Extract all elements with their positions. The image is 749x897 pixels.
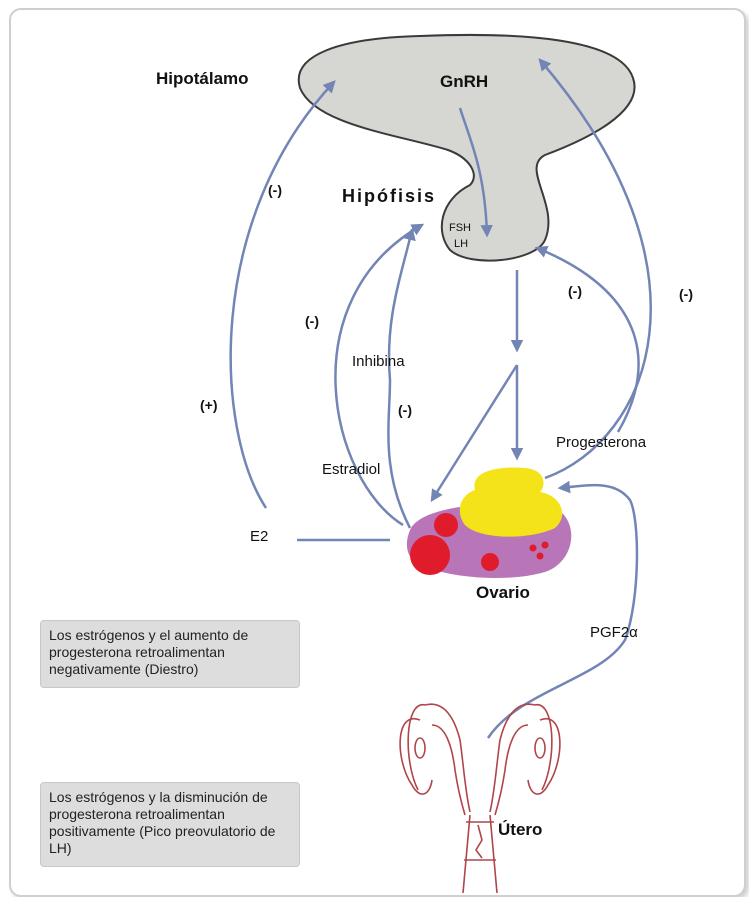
feedback-sign-e2-positive: (+) (200, 397, 218, 413)
feedback-sign-e2-hypothalamus: (-) (268, 182, 282, 198)
hypothalamus-label: Hipotálamo (156, 69, 249, 89)
uterus-drawing (400, 704, 560, 893)
fsh-label: FSH (449, 222, 471, 234)
gnrh-label: GnRH (440, 72, 488, 92)
follicle-medium (434, 513, 458, 537)
inhibin-label: Inhibina (352, 353, 405, 370)
follicle-small (481, 553, 499, 571)
pgf2a-label: PGF2α (590, 624, 638, 641)
uterus-label: Útero (498, 820, 542, 840)
note-diestrus: Los estrógenos y el aumento de progester… (40, 620, 300, 688)
inhibin-to-pituitary-arrow (388, 230, 412, 528)
lh-label: LH (454, 238, 468, 250)
feedback-sign-progesterone-hypothalamus: (-) (679, 286, 693, 302)
estradiol-label: Estradiol (322, 461, 380, 478)
progesterone-label: Progesterona (556, 434, 646, 451)
follicle-tiny-1 (530, 545, 537, 552)
feedback-sign-inhibin: (-) (398, 402, 412, 418)
progesterone-to-pituitary-arrow (537, 248, 639, 432)
feedback-sign-estradiol: (-) (305, 313, 319, 329)
e2-to-hypothalamus-arrow (231, 82, 334, 508)
note-preovulatory: Los estrógenos y la disminución de proge… (40, 782, 300, 867)
feedback-sign-progesterone-pituitary: (-) (568, 283, 582, 299)
follicle-tiny-2 (542, 542, 549, 549)
pituitary-label: Hipófisis (342, 186, 436, 207)
follicle-large (410, 535, 450, 575)
ovary-label: Ovario (476, 583, 530, 603)
estradiol-to-pituitary-arrow (335, 225, 422, 525)
follicle-tiny-3 (537, 553, 544, 560)
e2-label: E2 (250, 528, 268, 545)
